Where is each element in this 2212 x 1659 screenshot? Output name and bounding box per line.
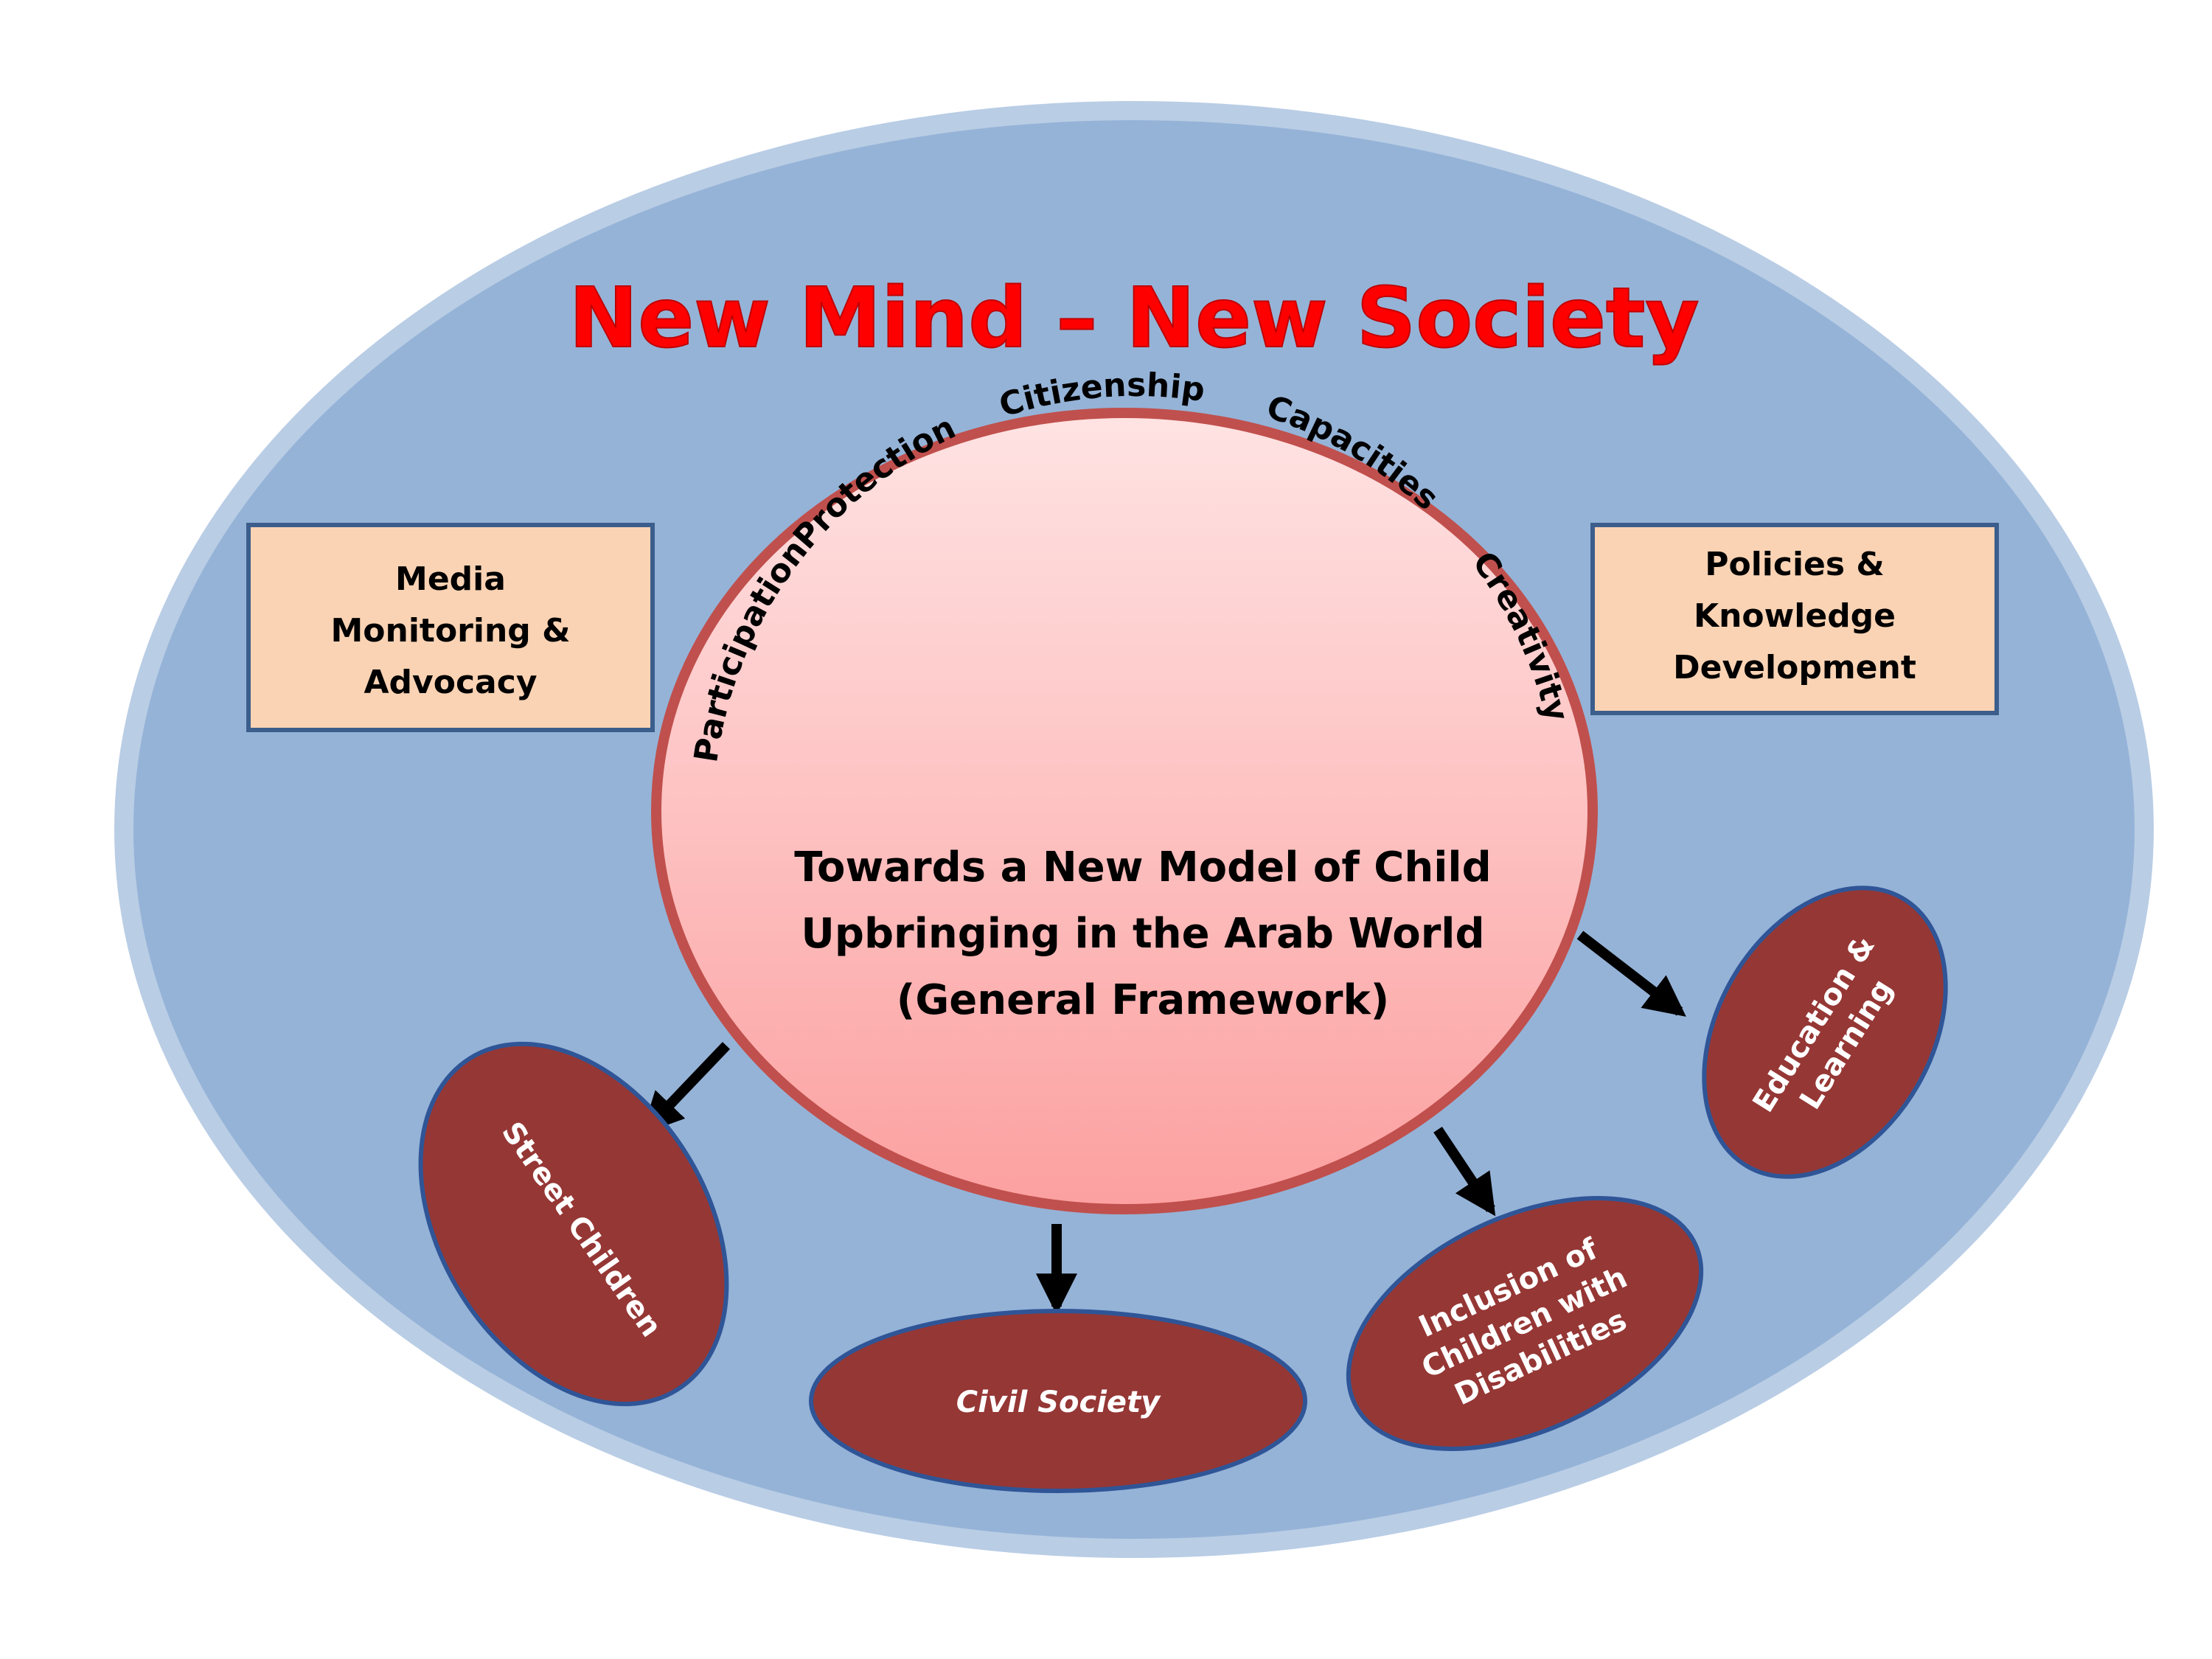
center-framework-circle xyxy=(651,408,1598,1214)
center-line-1: Towards a New Model of Child xyxy=(794,844,1491,891)
outcome-inclusion: Inclusion of Children with Disabilities xyxy=(1346,1196,1704,1451)
center-line-2: Upbringing in the Arab World xyxy=(801,910,1484,958)
arrow-to-education xyxy=(1576,931,1686,1017)
box-policies-line-3: Development xyxy=(1673,649,1916,686)
outcome-civil-label: Civil Society xyxy=(956,1385,1161,1419)
outcome-street-children: Street Children xyxy=(418,1041,729,1407)
box-media-line-2: Monitoring & xyxy=(331,612,571,650)
outcome-civil-society: Civil Society xyxy=(809,1309,1307,1493)
box-media-monitoring: Media Monitoring & Advocacy xyxy=(246,523,655,732)
box-policies-line-2: Knowledge xyxy=(1694,597,1896,635)
box-media-line-1: Media xyxy=(395,560,506,598)
diagram-title: New Mind – New Society xyxy=(569,271,1700,366)
connector-arrows xyxy=(641,931,1686,1315)
outcome-education: Education & Learning xyxy=(1702,886,1948,1179)
arrow-to-street-children xyxy=(641,1042,731,1135)
box-media-line-3: Advocacy xyxy=(364,664,538,701)
box-policies-knowledge: Policies & Knowledge Development xyxy=(1590,523,1999,715)
box-policies-line-1: Policies & xyxy=(1705,546,1885,583)
center-line-3: (General Framework) xyxy=(897,976,1390,1024)
arrow-to-inclusion xyxy=(1433,1127,1496,1217)
